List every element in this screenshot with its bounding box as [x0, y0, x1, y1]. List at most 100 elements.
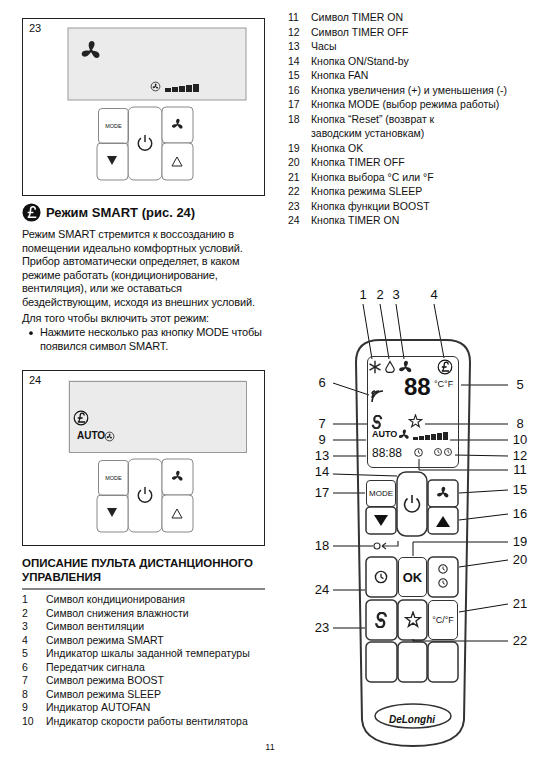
- callout-number: 14: [311, 464, 333, 480]
- node-text: AUTO: [77, 430, 105, 442]
- list-text: Символ кондиционирования: [46, 592, 185, 607]
- list-number: 14: [288, 54, 300, 69]
- list-number: 2: [22, 606, 28, 621]
- mode-button: MODE: [98, 460, 129, 496]
- figure-panel: 24AUTO MODE: [22, 370, 265, 546]
- callout-number: 20: [509, 552, 531, 568]
- body-text: Режим SMART стремится к воссозданию в по…: [22, 228, 265, 310]
- remote-display: 88°C°F AUTO 88:88: [367, 356, 459, 468]
- node-text: 88: [404, 373, 431, 402]
- list-text: Индикатор шкалы заданной температуры: [46, 646, 250, 661]
- callout-number: 6: [311, 375, 333, 391]
- list-text: Символ режима SMART: [46, 633, 164, 648]
- callout-number: 11: [509, 462, 531, 478]
- list-number: 6: [22, 660, 28, 675]
- node-text: 88:88: [372, 446, 402, 460]
- display-screen: AUTO: [69, 381, 247, 453]
- list-number: 13: [288, 39, 300, 54]
- remote-control: DeLonghi88°C°FAUTO88:88MODEOK°C/°F: [352, 338, 474, 748]
- list-number: 24: [288, 213, 300, 228]
- node-text: AUTO: [372, 429, 397, 440]
- callout-number: 21: [509, 596, 531, 612]
- list-text: Кнопка режима SLEEP: [311, 184, 422, 199]
- list-text: Индикатор скорости работы вентилятора: [46, 714, 248, 729]
- list-number: 18: [288, 112, 300, 127]
- list-number: 4: [22, 633, 28, 648]
- remote-body: [356, 340, 470, 746]
- unit-button: °C/°F: [428, 600, 458, 640]
- list-text: Символ снижения влажности: [46, 606, 189, 621]
- callout-number: 17: [311, 485, 333, 501]
- node-text: MODE: [99, 109, 128, 143]
- mode-button: MODE: [98, 108, 129, 144]
- figure-panel: 23MODE: [22, 18, 265, 196]
- list-number: 20: [288, 155, 300, 170]
- list-text: Кнопка TIMER OFF: [311, 155, 405, 170]
- callout-number: 18: [311, 538, 333, 554]
- section-heading: ОПИСАНИЕ ПУЛЬТА ДИСТАНЦИОННОГО УПРАВЛЕНИ…: [22, 556, 267, 584]
- list-number: 15: [288, 68, 300, 83]
- ok-button: OK: [398, 557, 427, 597]
- node-text: MODE: [99, 461, 128, 495]
- list-text: Кнопка увеличения (+) и уменьшения (-): [311, 83, 507, 98]
- list-number: 21: [288, 170, 300, 185]
- list-text: Кнопка функции BOOST: [311, 199, 430, 214]
- node-text: 24: [29, 374, 41, 387]
- mode-button: MODE: [366, 480, 396, 507]
- callout-number: 4: [423, 287, 445, 303]
- list-text: Передатчик сигнала: [46, 660, 145, 675]
- callout-number: 15: [509, 482, 531, 498]
- node-text: 23: [29, 22, 41, 35]
- callout-number: 12: [509, 448, 531, 464]
- list-number: 9: [22, 700, 28, 715]
- callout-number: 22: [509, 633, 531, 649]
- list-text: Кнопка FAN: [311, 68, 368, 83]
- list-text: Символ TIMER ON: [311, 10, 403, 25]
- list-text: Символ режима SLEEP: [46, 687, 161, 702]
- callout-number: 24: [311, 582, 333, 598]
- bullet: [29, 331, 33, 335]
- list-number: 7: [22, 673, 28, 688]
- list-number: 5: [22, 646, 28, 661]
- list-number: 10: [22, 714, 34, 729]
- list-text: Кнопка выбора °C или °F: [311, 170, 434, 185]
- callout-number: 9: [311, 432, 333, 448]
- section-heading: Режим SMART (рис. 24): [46, 205, 195, 221]
- list-text: Кнопка “Reset” (возврат к заводским уста…: [311, 112, 461, 141]
- callout-number: 19: [509, 534, 531, 550]
- list-text: Индикатор AUTOFAN: [46, 700, 150, 715]
- callout-number: 1: [352, 287, 374, 303]
- node-text: OK: [399, 558, 426, 596]
- list-text: Кнопка ON/Stand-by: [311, 54, 409, 69]
- callout-number: 7: [311, 416, 333, 432]
- callout-number: 3: [385, 287, 407, 303]
- list-text: Символ вентиляции: [46, 619, 144, 634]
- list-number: 12: [288, 25, 300, 40]
- callout-number: 8: [509, 416, 531, 432]
- callout-number: 5: [509, 377, 531, 393]
- list-number: 3: [22, 619, 28, 634]
- callout-number: 13: [311, 448, 333, 464]
- list-text: Кнопка TIMER ON: [311, 213, 399, 228]
- list-number: 22: [288, 184, 300, 199]
- list-number: 16: [288, 83, 300, 98]
- list-number: 8: [22, 687, 28, 702]
- page-number: 11: [255, 742, 285, 753]
- list-text: Символ режима BOOST: [46, 673, 164, 688]
- list-number: 19: [288, 141, 300, 156]
- callout-number: 2: [369, 287, 391, 303]
- list-number: 17: [288, 97, 300, 112]
- node-text: °C°F: [434, 379, 453, 390]
- list-text: Кнопка MODE (выбор режима работы): [311, 97, 499, 112]
- callout-number: 10: [509, 432, 531, 448]
- list-text: Символ TIMER OFF: [311, 25, 408, 40]
- node-text: °C/°F: [429, 601, 457, 639]
- list-number: 23: [288, 199, 300, 214]
- callout-number: 23: [311, 620, 333, 636]
- list-number: 1: [22, 592, 28, 607]
- node-text: MODE: [367, 481, 395, 506]
- list-number: 11: [288, 10, 299, 25]
- list-text: Часы: [311, 39, 337, 54]
- list-text: Кнопка OK: [311, 141, 363, 156]
- callout-number: 16: [509, 506, 531, 522]
